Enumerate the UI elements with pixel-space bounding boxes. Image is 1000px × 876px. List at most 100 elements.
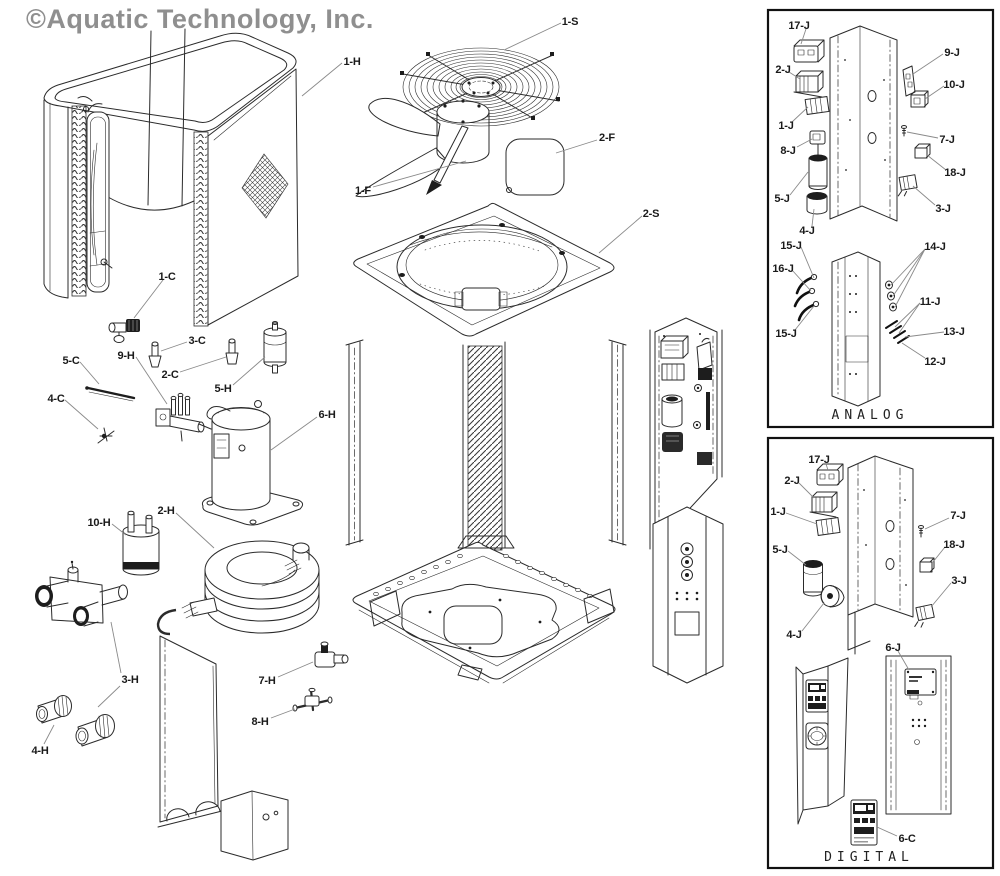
corner-posts	[345, 339, 627, 546]
leader-line-3-C	[160, 341, 188, 352]
part-label-1-S: 1-S	[562, 16, 579, 28]
valve-7H	[314, 641, 349, 668]
digital-cube-18J	[919, 557, 935, 573]
muffler-10H	[122, 510, 160, 576]
leader-line-3-H	[97, 685, 121, 708]
leader-line-1-S	[503, 22, 562, 51]
leader-line-14-J	[890, 248, 926, 286]
leader-line-4-J	[811, 208, 815, 227]
leader-line-2-F	[555, 139, 598, 154]
digital-contactor-1J	[815, 517, 841, 536]
leader-line-18-J	[932, 546, 946, 563]
part-label-2-C: 2-C	[161, 369, 178, 381]
digital-parts-box	[766, 436, 995, 870]
leader-line-17-J	[800, 28, 807, 45]
part-label-6-H: 6-H	[318, 409, 335, 421]
top-panel	[353, 202, 615, 337]
part-label-7-H: 7-H	[258, 675, 275, 687]
leader-line-2-S	[598, 215, 643, 254]
leader-line-15-J	[800, 246, 815, 279]
union-fittings	[36, 695, 115, 747]
digital-controller-6J	[904, 668, 937, 700]
leader-line-1-J	[791, 106, 809, 123]
analog-channel	[829, 25, 898, 222]
reversing-valve	[155, 392, 212, 442]
leader-line-14-J	[892, 248, 926, 297]
compressor	[201, 400, 304, 526]
analog-transformer-2J	[793, 70, 824, 98]
analog-control-post	[652, 506, 724, 684]
filter-drier	[263, 321, 287, 374]
part-label-4-C: 4-C	[47, 393, 64, 405]
leader-line-8-J	[796, 138, 813, 148]
fan-motor	[505, 138, 565, 196]
leader-line-5-J	[787, 550, 807, 566]
part-label-3-J: 3-J	[935, 203, 950, 215]
leader-line-4-H	[43, 724, 55, 745]
analog-relay-8J	[809, 130, 826, 159]
part-label-13-J: 13-J	[943, 326, 964, 338]
part-label-18-J: 18-J	[943, 539, 964, 551]
part-label-1-J: 1-J	[770, 506, 785, 518]
analog-bracket-9J	[902, 65, 916, 97]
part-label-9-J: 9-J	[944, 47, 959, 59]
digital-capacitor-5J	[803, 560, 823, 597]
part-label-1-C: 1-C	[158, 271, 175, 283]
part-label-17-J: 17-J	[808, 454, 829, 466]
leader-line-4-J	[801, 602, 825, 632]
part-label-18-J: 18-J	[944, 167, 965, 179]
analog-cube-18J	[914, 143, 931, 159]
base-pan	[352, 535, 616, 684]
part-label-9-H: 9-H	[117, 350, 134, 362]
leader-line-6-J	[897, 650, 910, 671]
analog-relay-17J	[793, 39, 825, 63]
part-label-2-F: 2-F	[599, 132, 615, 144]
leader-line-1-J	[785, 512, 818, 525]
part-label-8-H: 8-H	[251, 716, 268, 728]
bottom-front-panel	[157, 635, 223, 828]
digital-display-6C	[850, 799, 878, 846]
part-label-5-H: 5-H	[214, 383, 231, 395]
leader-line-13-J	[904, 331, 945, 338]
leader-line-1-F	[372, 160, 467, 188]
leader-line-1-H	[301, 62, 343, 97]
leader-line-16-J	[791, 269, 812, 292]
part-label-5-J: 5-J	[772, 544, 787, 556]
leader-line-10-J	[924, 85, 945, 100]
part-label-10-H: 10-H	[87, 517, 110, 529]
leader-line-2-J	[788, 71, 801, 80]
leader-line-6-H	[270, 416, 318, 451]
screws-11J-12J-13J	[885, 320, 910, 344]
pressure-switch	[108, 319, 140, 343]
part-label-4-H: 4-H	[31, 745, 48, 757]
leader-line-7-J	[906, 131, 939, 139]
analog-parts-box	[766, 8, 995, 429]
leader-line-2-J	[798, 482, 815, 499]
labels-layer: 1-H1-S2-F1-F2-S1-C3-C9-H2-C5-H5-C4-C6-H1…	[31, 16, 966, 865]
sensor-clip-4C	[97, 427, 115, 444]
leader-line-8-H	[270, 708, 296, 719]
leader-line-2-C	[179, 356, 227, 373]
evaporator-cabinet	[43, 28, 299, 327]
part-label-10-J: 10-J	[943, 79, 964, 91]
analog-screw-7J	[901, 125, 907, 137]
part-label-3-C: 3-C	[188, 335, 205, 347]
caption-ANALOG: ANALOG	[832, 408, 909, 423]
analog-contactor-1J	[804, 96, 830, 115]
part-label-3-J: 3-J	[951, 575, 966, 587]
temperature-sensors	[793, 273, 820, 322]
drain-fitting-8H	[292, 687, 333, 712]
service-valve-2C	[225, 338, 239, 365]
part-label-4-J: 4-J	[799, 225, 814, 237]
part-label-8-J: 8-J	[780, 145, 795, 157]
part-label-12-J: 12-J	[924, 356, 945, 368]
leader-line-3-J	[912, 185, 936, 206]
leader-line-7-H	[277, 661, 314, 678]
watermark-text: ©Aquatic Technology, Inc.	[26, 4, 374, 34]
leader-line-11-J	[894, 302, 921, 328]
part-label-6-J: 6-J	[885, 642, 900, 654]
digital-back-panel	[885, 655, 952, 815]
part-label-4-J: 4-J	[786, 629, 801, 641]
capillary-tube-5C	[85, 386, 136, 402]
